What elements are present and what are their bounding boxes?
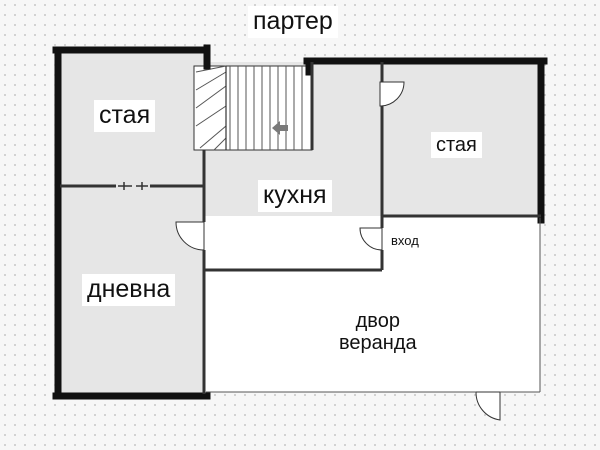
door-swing-living-icon xyxy=(175,221,205,251)
room-label-right: стая xyxy=(431,132,482,158)
room-label-left: стая xyxy=(94,100,156,132)
yard-outline xyxy=(206,218,541,393)
entrance-label: вход xyxy=(388,233,422,250)
yard-label-line1: двор xyxy=(355,310,400,332)
staircase-steps xyxy=(195,65,303,151)
stair-direction-arrow-icon xyxy=(272,121,288,135)
staircase xyxy=(193,65,313,151)
door-swings xyxy=(175,81,501,421)
door-swing-kitchen-roomright-icon xyxy=(379,81,405,107)
yard-label: двор веранда xyxy=(334,308,422,356)
door-swing-yard-icon xyxy=(475,391,501,421)
room-label-living: дневна xyxy=(82,274,176,306)
plan-title: партер xyxy=(248,6,338,38)
door-swing-entrance-icon xyxy=(359,227,383,251)
inner-walls xyxy=(60,62,541,394)
outer-walls xyxy=(52,44,548,400)
sliding-door-marks xyxy=(118,182,148,190)
room-label-kitchen: кухня xyxy=(258,180,332,212)
yard-label-line2: веранда xyxy=(339,332,417,354)
